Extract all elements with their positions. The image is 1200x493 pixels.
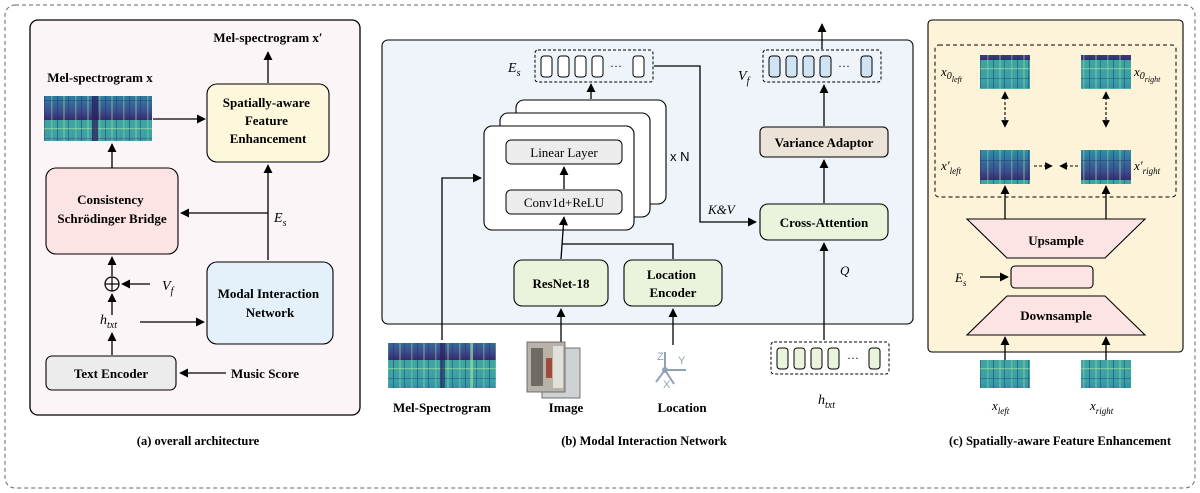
htxt-token-group: [770, 341, 890, 375]
resnet-18-block[interactable]: [513, 259, 609, 307]
mel-input-label: Mel-spectrogram x: [47, 70, 153, 85]
sfe-block[interactable]: [206, 83, 330, 163]
caption-c: (c) Spatially-aware Feature Enhancement: [949, 434, 1172, 448]
upsample-label: Upsample: [1028, 233, 1084, 248]
xprime-right-label: x′right: [1133, 158, 1161, 176]
location-axis-icon: [655, 352, 686, 385]
panel-modal-interaction-network: Es ··· Vf ··· Linear Layer: [381, 23, 914, 345]
vf-label-b: Vf: [738, 69, 751, 87]
location-encoder-block[interactable]: [623, 259, 723, 307]
es-ellipsis: ···: [610, 59, 622, 73]
es-token-group: [534, 49, 654, 83]
cross-attention-block[interactable]: [759, 203, 889, 241]
x0-right-spectrogram: [1081, 55, 1131, 89]
csb-label: Consistency Schrödinger Bridge: [57, 192, 166, 226]
arrow-mel-to-conv: [441, 173, 482, 340]
resnet-label: ResNet-18: [532, 276, 590, 291]
conv-relu-block[interactable]: [505, 189, 623, 215]
caption-b: (b) Modal Interaction Network: [561, 434, 727, 448]
x-right-label: xright: [1089, 398, 1114, 416]
axis-x-label: X: [663, 379, 671, 391]
bottleneck-block[interactable]: [1010, 265, 1094, 289]
upsample-block[interactable]: [965, 218, 1147, 259]
panel-c-background: [927, 19, 1184, 353]
panel-overall-architecture: Mel-spectrogram x′ Spatially-aware Featu…: [29, 19, 361, 416]
xprime-left-spectrogram: [980, 150, 1030, 184]
mini-label: Modal Interaction Network: [218, 286, 323, 320]
x-left-spectrogram: [980, 360, 1030, 388]
xprime-right-spectrogram: [1081, 150, 1131, 184]
x0-left-label: x0left: [940, 64, 963, 84]
x0-right-label: x0right: [1133, 64, 1161, 84]
variance-adaptor-block[interactable]: [759, 126, 889, 158]
xprime-left-label: x′left: [940, 158, 962, 176]
repeat-n-label: x N: [670, 149, 690, 164]
conv-relu-label: Conv1d+ReLU: [524, 195, 605, 210]
output-region-dashed: [934, 44, 1177, 198]
es-label-c: Es: [954, 270, 967, 288]
line-location-to-merge: [562, 243, 674, 259]
vf-ellipsis: ···: [838, 59, 850, 73]
downsample-label: Downsample: [1020, 308, 1092, 323]
mel-output-label: Mel-spectrogram x′: [213, 30, 322, 45]
panel-spatially-aware-feature-enhancement: x0left x0right x′left x′right Upsample E…: [927, 19, 1184, 360]
vf-token-group: [762, 49, 882, 83]
htxt-ellipsis: ···: [847, 351, 859, 365]
x0-left-spectrogram: [980, 55, 1030, 89]
music-score-label: Music Score: [231, 366, 299, 381]
vf-label-a: Vf: [162, 279, 175, 297]
consistency-schrodinger-bridge-block[interactable]: [45, 167, 179, 255]
linear-layer-label: Linear Layer: [530, 145, 598, 160]
htxt-label-b: htxt: [818, 393, 835, 411]
x-left-label: xleft: [991, 398, 1010, 416]
htxt-label-a: htxt: [100, 313, 117, 331]
downsample-block[interactable]: [965, 295, 1147, 336]
image-input-label: Image: [549, 400, 584, 415]
arrow-resnet-to-conv: [558, 216, 568, 260]
text-encoder-block[interactable]: [45, 355, 177, 391]
htxt-tokens: [776, 347, 881, 370]
variance-adaptor-label: Variance Adaptor: [775, 135, 874, 150]
es-tokens: [540, 55, 645, 78]
cross-attention-label: Cross-Attention: [780, 215, 869, 230]
image-input-photos: [526, 341, 581, 399]
caption-a: (a) overall architecture: [137, 434, 260, 448]
location-encoder-label: Location Encoder: [647, 267, 699, 300]
q-label: Q: [840, 263, 850, 278]
location-input-label: Location: [657, 400, 707, 415]
mel-spectrogram-input-label: Mel-Spectrogram: [393, 400, 491, 415]
kv-label: K&V: [707, 202, 737, 217]
text-encoder-label: Text Encoder: [74, 366, 148, 381]
linear-layer-block[interactable]: [505, 139, 623, 165]
mel-spectrogram-input: [388, 343, 496, 388]
sfe-block-label: Spatially-aware Feature Enhancement: [223, 95, 313, 146]
axis-z-label: Z: [657, 351, 664, 363]
x-right-spectrogram: [1081, 360, 1131, 388]
modal-interaction-network-block[interactable]: [206, 261, 334, 345]
es-label-a: Es: [273, 211, 287, 229]
axis-y-label: Y: [678, 355, 686, 367]
vf-tokens: [768, 55, 873, 78]
es-label-b: Es: [507, 61, 521, 79]
arrow-es-to-cross-attention: [654, 65, 757, 227]
outer-border: [4, 4, 1196, 489]
